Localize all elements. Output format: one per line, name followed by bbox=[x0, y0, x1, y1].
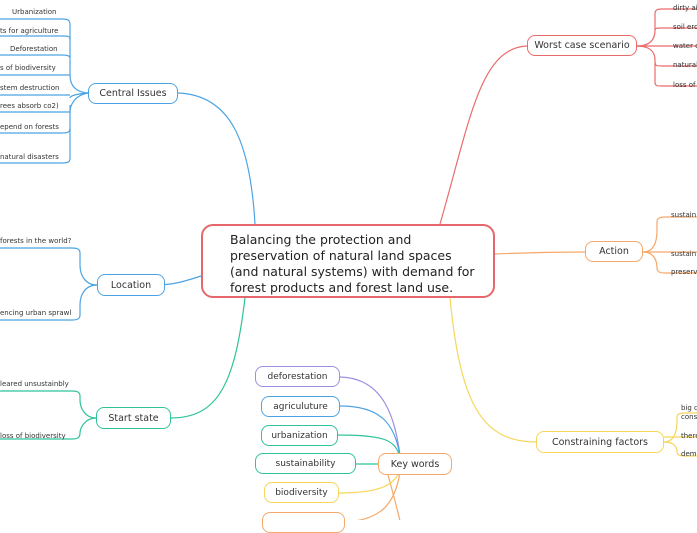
central-issue-item[interactable]: epend on forests bbox=[0, 123, 59, 131]
keyword-biodiversity[interactable]: biodiversity bbox=[264, 482, 339, 503]
constraining-factors-node[interactable]: Constraining factors bbox=[536, 431, 664, 453]
location-item[interactable]: forests in the world? bbox=[0, 237, 72, 245]
start-state-item[interactable]: loss of biodiversity bbox=[0, 432, 66, 440]
action-branch bbox=[494, 216, 697, 274]
worst-case-item[interactable]: water c bbox=[673, 42, 697, 50]
keyword-deforestation[interactable]: deforestation bbox=[255, 366, 340, 387]
constraining-item[interactable]: there bbox=[681, 432, 697, 440]
constraining-item[interactable]: big c bbox=[681, 404, 697, 412]
start-state-item[interactable]: leared unsustainbly bbox=[0, 380, 69, 388]
worst-case-branch bbox=[439, 8, 697, 225]
action-item[interactable]: sustain bbox=[671, 211, 697, 219]
constraining-item[interactable]: dem bbox=[681, 450, 697, 458]
central-issues-branch bbox=[0, 18, 256, 225]
worst-case-node[interactable]: Worst case scenario bbox=[527, 35, 637, 56]
keywords-node[interactable]: Key words bbox=[378, 453, 452, 475]
action-item[interactable]: preserv bbox=[671, 268, 697, 276]
central-issue-item[interactable]: ts for agriculture bbox=[0, 27, 59, 35]
location-item[interactable]: encing urban sprawl bbox=[0, 309, 72, 317]
location-node[interactable]: Location bbox=[97, 274, 165, 296]
worst-case-item[interactable]: loss of bbox=[673, 81, 696, 89]
central-issue-item[interactable]: Deforestation bbox=[10, 45, 58, 53]
central-issue-item[interactable]: stem destruction bbox=[0, 84, 60, 92]
mindmap-connectors bbox=[0, 8, 697, 520]
central-issue-item[interactable]: Urbanization bbox=[12, 8, 57, 16]
action-item[interactable]: sustain bbox=[671, 250, 697, 258]
central-issues-node[interactable]: Central Issues bbox=[88, 83, 178, 104]
central-issue-item[interactable]: s of biodiversity bbox=[0, 64, 56, 72]
worst-case-item[interactable]: dirty ai bbox=[673, 4, 697, 12]
start-state-node[interactable]: Start state bbox=[96, 407, 171, 429]
constraining-item[interactable]: cons bbox=[681, 413, 697, 421]
worst-case-item[interactable]: soil ero bbox=[673, 23, 697, 31]
worst-case-item[interactable]: natural bbox=[673, 61, 697, 69]
keywords-branch bbox=[337, 376, 401, 520]
keyword-partial[interactable] bbox=[262, 512, 345, 533]
keyword-urbanization[interactable]: urbanization bbox=[261, 425, 338, 446]
action-node[interactable]: Action bbox=[585, 241, 643, 262]
central-issue-item[interactable]: natural disasters bbox=[0, 153, 59, 161]
central-topic[interactable]: Balancing the protection and preservatio… bbox=[201, 224, 495, 298]
keyword-sustainability[interactable]: sustainability bbox=[255, 453, 356, 474]
keyword-agriculuture[interactable]: agriculuture bbox=[261, 396, 340, 417]
central-issue-item[interactable]: rees absorb co2) bbox=[0, 102, 59, 110]
start-state-branch bbox=[0, 297, 246, 440]
constraining-branch bbox=[449, 297, 697, 457]
